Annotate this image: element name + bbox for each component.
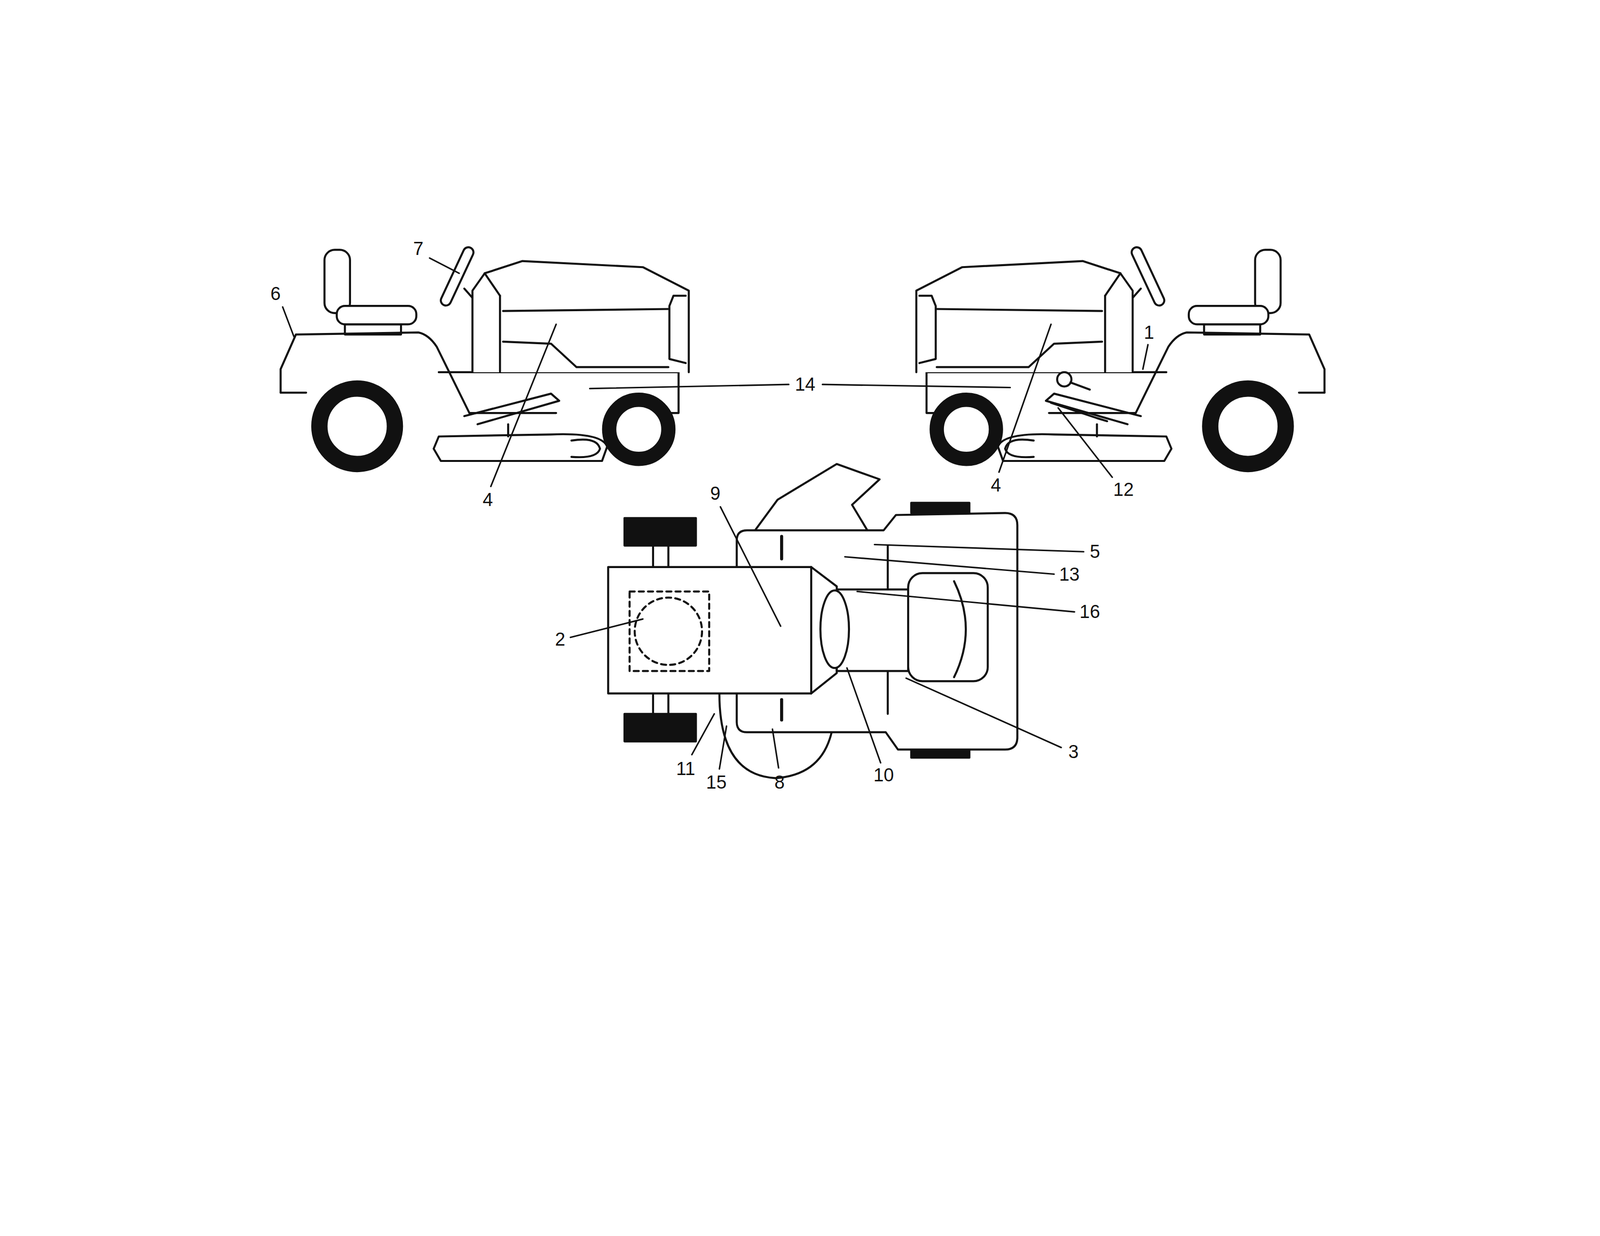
callout-number: 14 bbox=[794, 375, 816, 394]
right-side-view bbox=[1051, 402, 1108, 422]
leader-line bbox=[490, 324, 557, 487]
leader-line bbox=[822, 384, 1010, 388]
callout-number: 6 bbox=[270, 284, 281, 304]
leader-line bbox=[874, 544, 1084, 553]
tractor-side bbox=[916, 245, 1325, 465]
leader-line bbox=[429, 257, 460, 274]
callout-number: 5 bbox=[1089, 542, 1101, 561]
leader-line bbox=[772, 729, 779, 768]
top-view bbox=[954, 581, 966, 678]
leader-line bbox=[719, 726, 727, 769]
top-view bbox=[911, 502, 970, 513]
leader-line bbox=[847, 668, 881, 764]
callout-number: 4 bbox=[482, 490, 493, 510]
top-view bbox=[608, 567, 812, 694]
right-side-view bbox=[1070, 382, 1090, 390]
top-view bbox=[608, 464, 1018, 779]
callout-number: 2 bbox=[555, 630, 566, 649]
leader-line bbox=[570, 619, 643, 638]
callout-number: 9 bbox=[710, 484, 721, 503]
top-view bbox=[911, 749, 970, 758]
callout-number: 4 bbox=[991, 476, 1002, 495]
top-view bbox=[629, 591, 710, 672]
callout-number: 7 bbox=[413, 239, 424, 258]
callout-number: 1 bbox=[1143, 323, 1154, 342]
callout-number: 16 bbox=[1079, 602, 1101, 622]
callout-number: 13 bbox=[1058, 565, 1080, 584]
callout-number: 10 bbox=[873, 766, 894, 785]
leader-line bbox=[906, 678, 1062, 748]
right-side-view bbox=[1056, 372, 1072, 387]
top-view bbox=[780, 699, 784, 720]
callout-number: 8 bbox=[774, 773, 785, 792]
right-side-view bbox=[916, 245, 1325, 465]
leader-line bbox=[589, 384, 789, 389]
top-view bbox=[624, 518, 696, 546]
leader-line bbox=[857, 591, 1075, 612]
leader-line bbox=[691, 714, 715, 755]
leader-line bbox=[720, 507, 781, 627]
callout-number: 3 bbox=[1068, 742, 1079, 762]
leader-line bbox=[1057, 408, 1113, 478]
leader-line bbox=[282, 257, 1149, 769]
callout-number: 15 bbox=[705, 773, 727, 792]
top-view bbox=[754, 464, 880, 531]
leader-line bbox=[845, 557, 1055, 575]
top-view bbox=[624, 714, 696, 742]
top-view bbox=[634, 597, 703, 666]
top-view bbox=[908, 573, 988, 682]
leader-line bbox=[998, 324, 1051, 473]
tractor-side bbox=[280, 245, 689, 465]
callout-number: 11 bbox=[676, 759, 696, 779]
left-side-view bbox=[280, 245, 689, 465]
top-view bbox=[820, 590, 849, 669]
callout-number: 12 bbox=[1113, 480, 1134, 499]
top-view bbox=[780, 536, 784, 560]
leader-line bbox=[282, 306, 294, 337]
leader-line bbox=[1142, 344, 1149, 369]
